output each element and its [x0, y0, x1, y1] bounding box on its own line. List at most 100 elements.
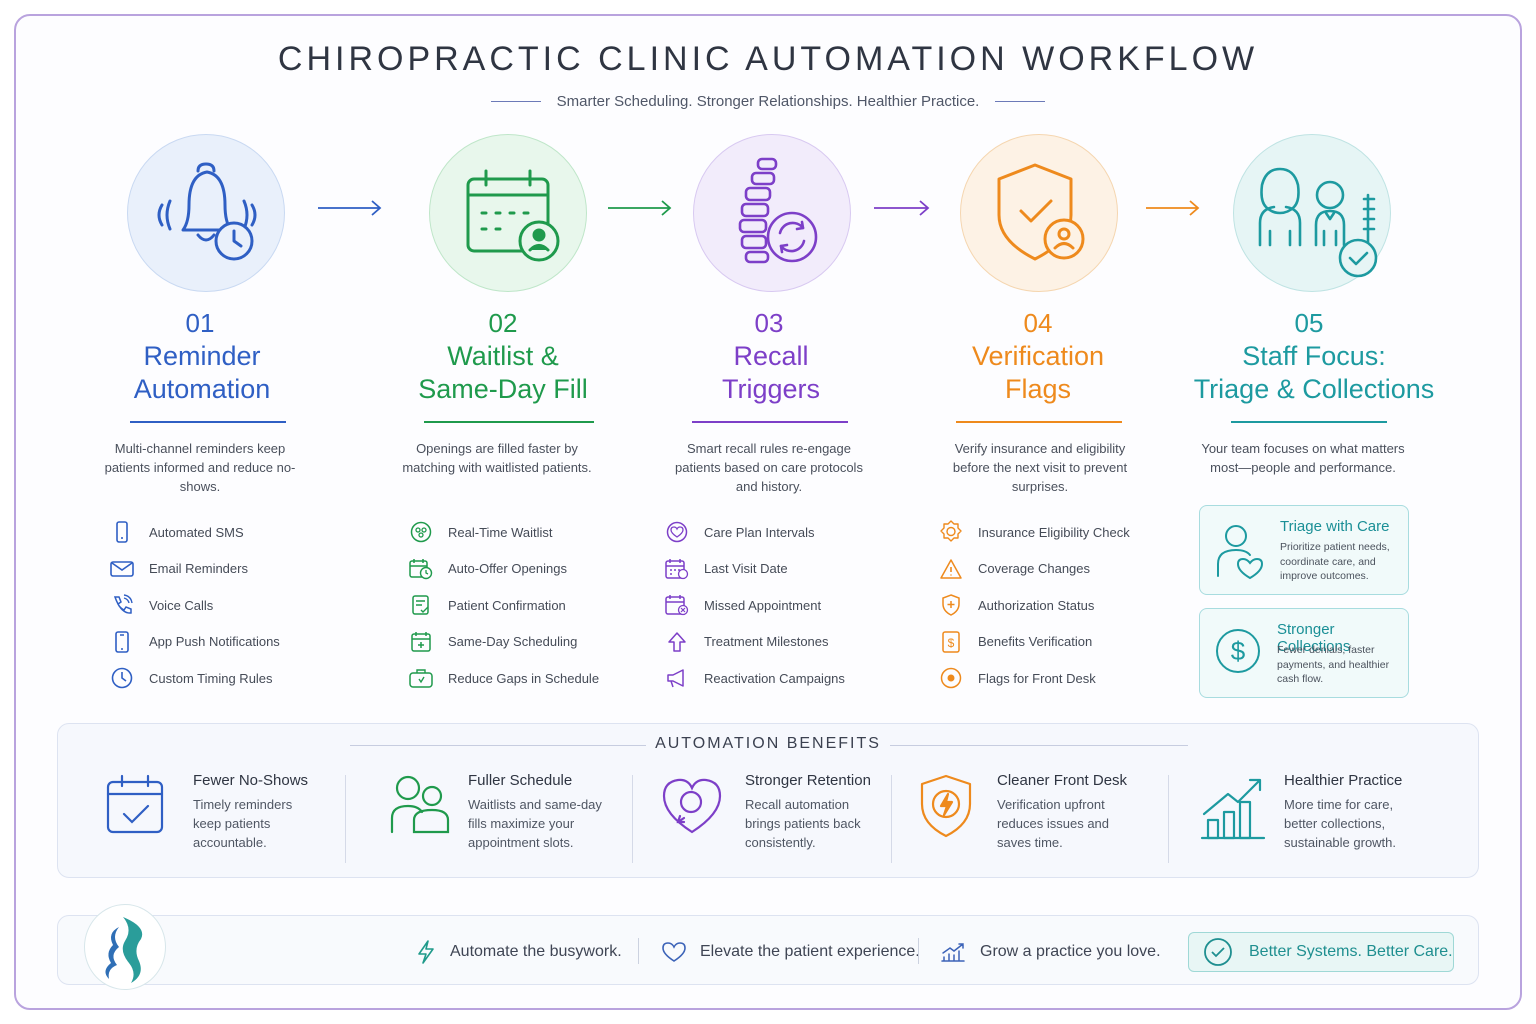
step-5-rule	[1231, 421, 1387, 423]
cta-label: Better Systems. Better Care.	[1249, 943, 1453, 960]
feature-item: Email Reminders	[109, 551, 280, 588]
step-3-description: Smart recall rules re-engage patients ba…	[675, 441, 863, 494]
staff-team-icon	[1258, 167, 1378, 278]
benefits-panel	[57, 723, 1479, 878]
collections-card-title: Stronger Collections	[1277, 621, 1351, 655]
feature-item: Coverage Changes	[938, 551, 1130, 588]
feature-label: Insurance Eligibility Check	[978, 524, 1130, 540]
feature-item: Voice Calls	[109, 587, 280, 624]
arrow-up-icon	[664, 629, 690, 655]
step-4-title-line1: Verification	[971, 341, 1105, 371]
flow-arrow-3	[874, 200, 930, 216]
feature-label: Patient Confirmation	[448, 597, 566, 613]
step-1-description: Multi-channel reminders keep patients in…	[104, 441, 296, 494]
step-4-rule	[956, 421, 1122, 423]
shield-bolt-icon	[920, 774, 972, 838]
collections-card: $ Stronger Collections Fewer denials, fa…	[1199, 608, 1409, 698]
feature-item: Last Visit Date	[664, 551, 845, 588]
feature-label: App Push Notifications	[149, 634, 280, 650]
briefcase-icon	[408, 665, 434, 691]
calendar-person-icon	[466, 169, 560, 262]
calendar-x-icon	[664, 592, 690, 618]
flow-arrow-1	[318, 200, 382, 216]
step-5-title-line1: Staff Focus:	[1242, 341, 1386, 371]
step-3-feature-list: Care Plan Intervals Last Visit Date Miss…	[664, 514, 845, 697]
person-heart-icon	[1217, 525, 1264, 580]
feature-item: Authorization Status	[938, 587, 1130, 624]
step-2-title-line1: Waitlist &	[447, 341, 559, 371]
step-1-title-line1: Reminder	[143, 341, 261, 371]
step-3-circle	[693, 134, 851, 292]
clock-icon	[109, 665, 135, 691]
benefit-title: Stronger Retention	[745, 772, 871, 789]
feature-label: Treatment Milestones	[704, 634, 829, 650]
benefit-item: Fewer No-Shows Timely reminders keep pat…	[193, 772, 313, 852]
calendar-clock-icon	[408, 556, 434, 582]
calendar-icon	[664, 556, 690, 582]
growth-chart-icon	[1200, 778, 1266, 840]
feature-label: Same-Day Scheduling	[448, 634, 578, 650]
feature-item: Care Plan Intervals	[664, 514, 845, 551]
feature-label: Care Plan Intervals	[704, 524, 815, 540]
footer-divider	[638, 938, 639, 964]
footer-item-automate: Automate the busywork.	[416, 938, 622, 966]
step-1-feature-list: Automated SMS Email Reminders Voice Call…	[109, 514, 280, 697]
heart-icon	[662, 942, 686, 962]
benefit-text: Verification upfront reduces issues and …	[997, 797, 1110, 850]
step-3-title: Recall Triggers	[626, 340, 916, 406]
step-1-title: Reminder Automation	[57, 340, 347, 406]
feature-label: Last Visit Date	[704, 561, 788, 577]
step-3-number: 03	[754, 308, 784, 338]
step-1-circle	[127, 134, 285, 292]
phone-icon	[109, 519, 135, 545]
heart-check-icon	[664, 519, 690, 545]
feature-item: Treatment Milestones	[664, 624, 845, 661]
step-2-description: Openings are filled faster by matching w…	[402, 441, 592, 475]
step-4-title: Verification Flags	[893, 340, 1183, 406]
check-circle-icon	[1204, 938, 1232, 966]
feature-item: Reactivation Campaigns	[664, 660, 845, 697]
svg-text:$: $	[1231, 636, 1246, 666]
step-4-circle	[960, 134, 1118, 292]
feature-item: Auto-Offer Openings	[408, 551, 599, 588]
footer-item-experience: Elevate the patient experience.	[662, 938, 920, 966]
warning-icon	[938, 556, 964, 582]
shield-check-icon	[997, 163, 1085, 261]
step-4-description: Verify insurance and eligibility before …	[952, 441, 1128, 494]
flow-arrow-2	[608, 200, 672, 216]
step-4-title-line2: Flags	[1004, 374, 1072, 404]
footer-text: Elevate the patient experience.	[700, 943, 920, 960]
shield-plus-icon	[938, 592, 964, 618]
subtitle-rule-right	[995, 100, 1046, 102]
benefit-text: Recall automation brings patients back c…	[745, 797, 861, 850]
benefits-rule-right	[890, 745, 1188, 746]
dollar-document-icon: $	[938, 629, 964, 655]
megaphone-icon	[664, 665, 690, 691]
feature-label: Real-Time Waitlist	[448, 524, 553, 540]
step-3-title-line1: Recall	[733, 341, 809, 371]
step-2-number: 02	[488, 308, 518, 338]
better-systems-button[interactable]: Better Systems. Better Care.	[1188, 932, 1454, 972]
feature-label: Voice Calls	[149, 597, 214, 613]
flow-arrow-4	[1146, 200, 1200, 216]
feature-label: Custom Timing Rules	[149, 670, 273, 686]
benefit-text: Timely reminders keep patients accountab…	[193, 797, 293, 850]
badge-icon	[938, 519, 964, 545]
benefit-divider	[345, 775, 346, 863]
benefit-divider	[1168, 775, 1169, 863]
spine-recall-icon	[738, 157, 818, 264]
feature-item: Flags for Front Desk	[938, 660, 1130, 697]
step-1-title-line2: Automation	[133, 374, 271, 404]
bell-clock-icon	[157, 162, 257, 261]
benefit-item: Stronger Retention Recall automation bri…	[745, 772, 871, 852]
step-3-title-line2: Triggers	[721, 374, 821, 404]
feature-item: Missed Appointment	[664, 587, 845, 624]
benefits-heading: AUTOMATION BENEFITS	[655, 735, 881, 752]
people-icon	[390, 775, 450, 834]
voice-call-icon	[109, 592, 135, 618]
benefit-item: Healthier Practice More time for care, b…	[1284, 772, 1414, 852]
benefit-title: Cleaner Front Desk	[997, 772, 1128, 789]
step-2-circle	[429, 134, 587, 292]
confirmation-icon	[408, 592, 434, 618]
footer-item-grow: Grow a practice you love.	[940, 938, 1161, 966]
